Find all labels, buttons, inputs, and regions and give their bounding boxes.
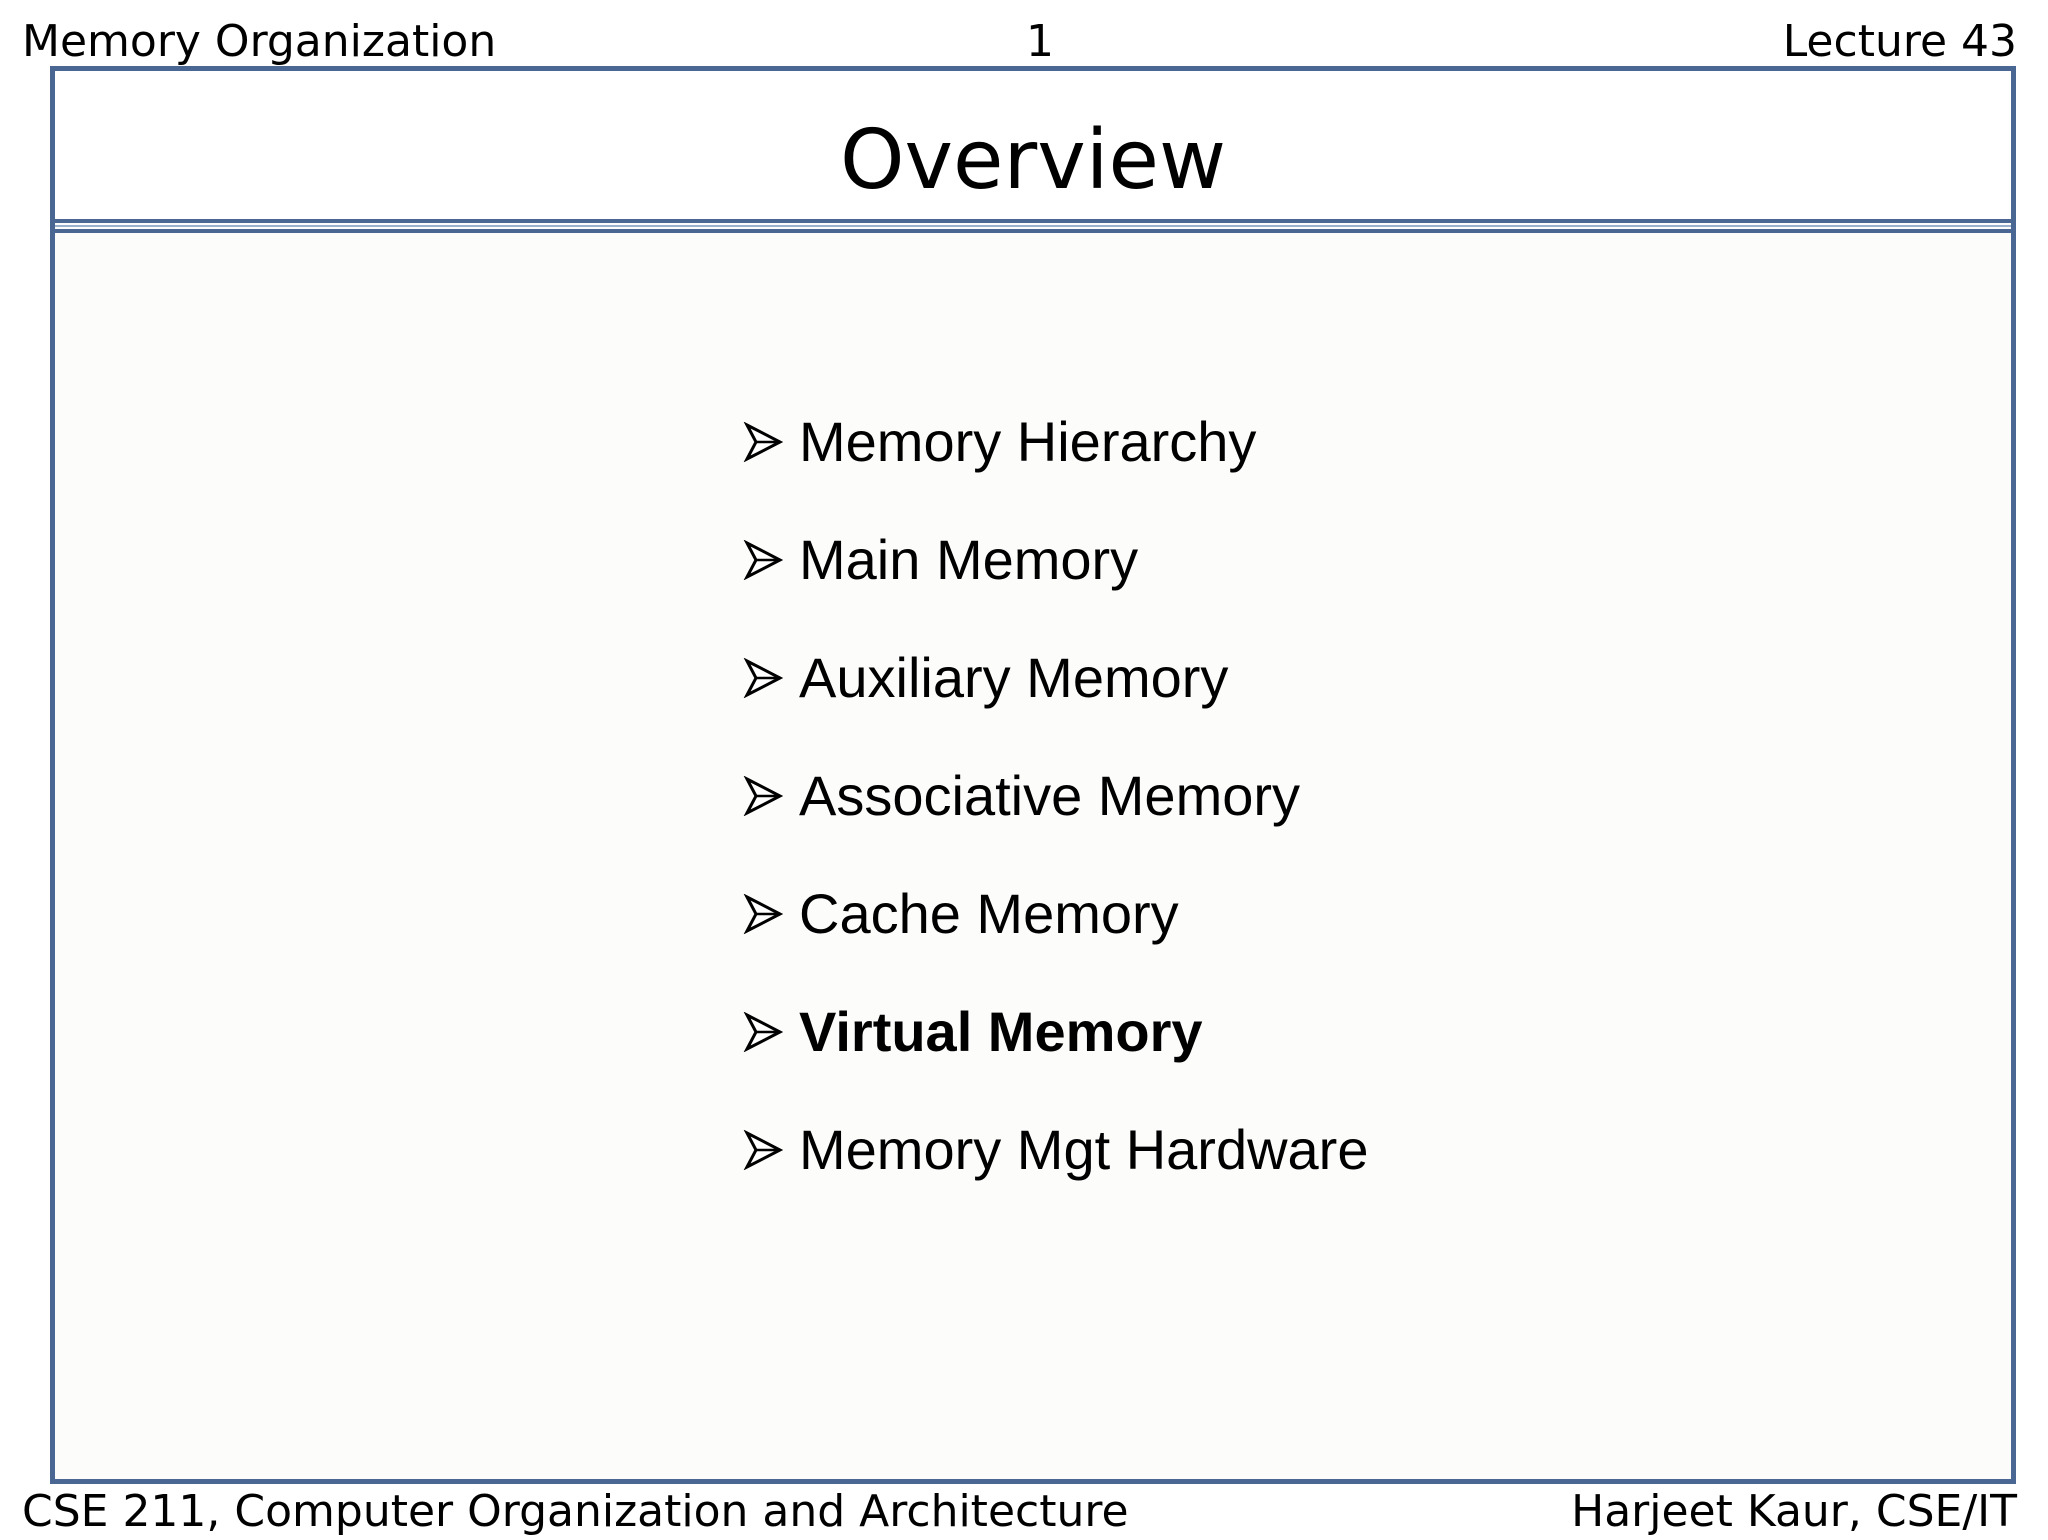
bullet-label: Associative Memory	[799, 764, 1301, 828]
bullet-label: Main Memory	[799, 528, 1139, 592]
bullet-item: Cache Memory	[743, 877, 1179, 947]
bullet-label: Memory Mgt Hardware	[799, 1118, 1369, 1182]
header-lecture-number: Lecture 43	[1782, 16, 2017, 67]
bullet-item: Virtual Memory	[743, 995, 1203, 1065]
title-divider-inner	[55, 225, 2011, 227]
bullet-item: Memory Mgt Hardware	[743, 1113, 1368, 1183]
header-page-number: 1	[1026, 16, 1054, 67]
bullet-label: Virtual Memory	[799, 1000, 1203, 1064]
bullet-label: Memory Hierarchy	[799, 410, 1257, 474]
arrow-bullet-icon	[743, 894, 799, 935]
arrow-bullet-icon	[743, 1012, 799, 1053]
bullet-label: Auxiliary Memory	[799, 646, 1229, 710]
bullet-item: Auxiliary Memory	[743, 641, 1228, 711]
footer-course-name: CSE 211, Computer Organization and Archi…	[22, 1486, 1129, 1537]
bullet-item: Memory Hierarchy	[743, 405, 1256, 475]
bullet-label: Cache Memory	[799, 882, 1179, 946]
bullet-item: Main Memory	[743, 523, 1138, 593]
arrow-bullet-icon	[743, 776, 799, 817]
arrow-bullet-icon	[743, 540, 799, 581]
title-divider-lower	[55, 229, 2011, 233]
arrow-bullet-icon	[743, 422, 799, 463]
bullet-item: Associative Memory	[743, 759, 1300, 829]
title-divider	[55, 219, 2011, 223]
slide-title: Overview	[839, 113, 1227, 208]
header-course-topic: Memory Organization	[22, 16, 497, 67]
footer-author: Harjeet Kaur, CSE/IT	[1571, 1486, 2017, 1537]
title-band: Overview	[55, 71, 2011, 221]
arrow-bullet-icon	[743, 1130, 799, 1171]
arrow-bullet-icon	[743, 658, 799, 699]
